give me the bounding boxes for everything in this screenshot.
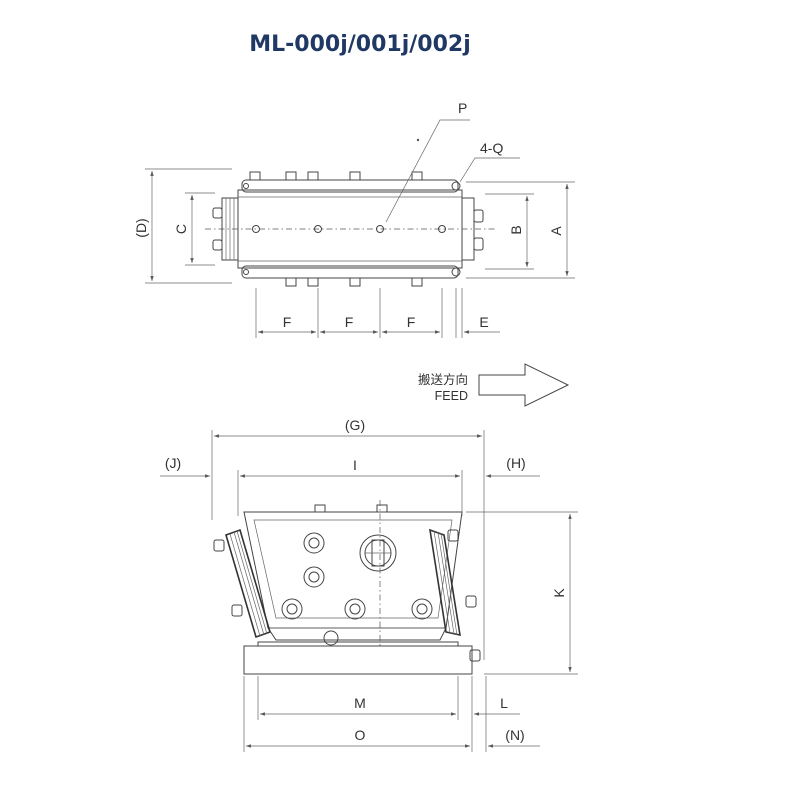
label-h: (H) [506,455,525,471]
label-q: 4-Q [480,140,503,156]
label-a: A [548,226,564,236]
label-j: (J) [165,455,181,471]
label-c: C [173,224,189,234]
p-leader [385,119,470,223]
front-view: (G) I (J) (H) K M L O (N) [160,417,578,752]
label-i: I [353,457,357,473]
label-l: L [500,695,508,711]
label-f2: F [345,314,354,330]
feed-arrow-icon [478,363,570,407]
label-o: O [355,727,366,743]
top-view: P 4-Q (D) C B A F F F E [133,100,575,338]
top-studs-lower [285,277,423,287]
feed-label-jp: 搬送方向 [418,372,468,387]
label-g: (G) [345,417,365,433]
mounting-holes-p [252,225,446,233]
front-bolts [281,532,433,620]
label-d: (D) [133,218,149,237]
right-spring-pack [429,528,481,662]
base-plate [243,645,473,675]
feed-indicator: 搬送方向 FEED [418,363,570,407]
label-m: M [354,695,366,711]
bottom-knob [323,630,339,646]
label-f3: F [407,314,416,330]
page-title: ML-000j/001j/002j [249,32,471,57]
label-f1: F [283,314,292,330]
adjuster-dial [359,534,397,572]
corner-holes [243,181,461,277]
left-spring-pack [213,528,271,639]
top-studs-upper [249,171,423,181]
label-n: (N) [505,727,524,743]
feed-label-en: FEED [435,389,468,403]
label-e: E [479,314,488,330]
label-k: K [551,588,567,598]
q-leader [459,157,520,183]
label-b: B [508,225,524,234]
label-p: P [458,100,467,116]
